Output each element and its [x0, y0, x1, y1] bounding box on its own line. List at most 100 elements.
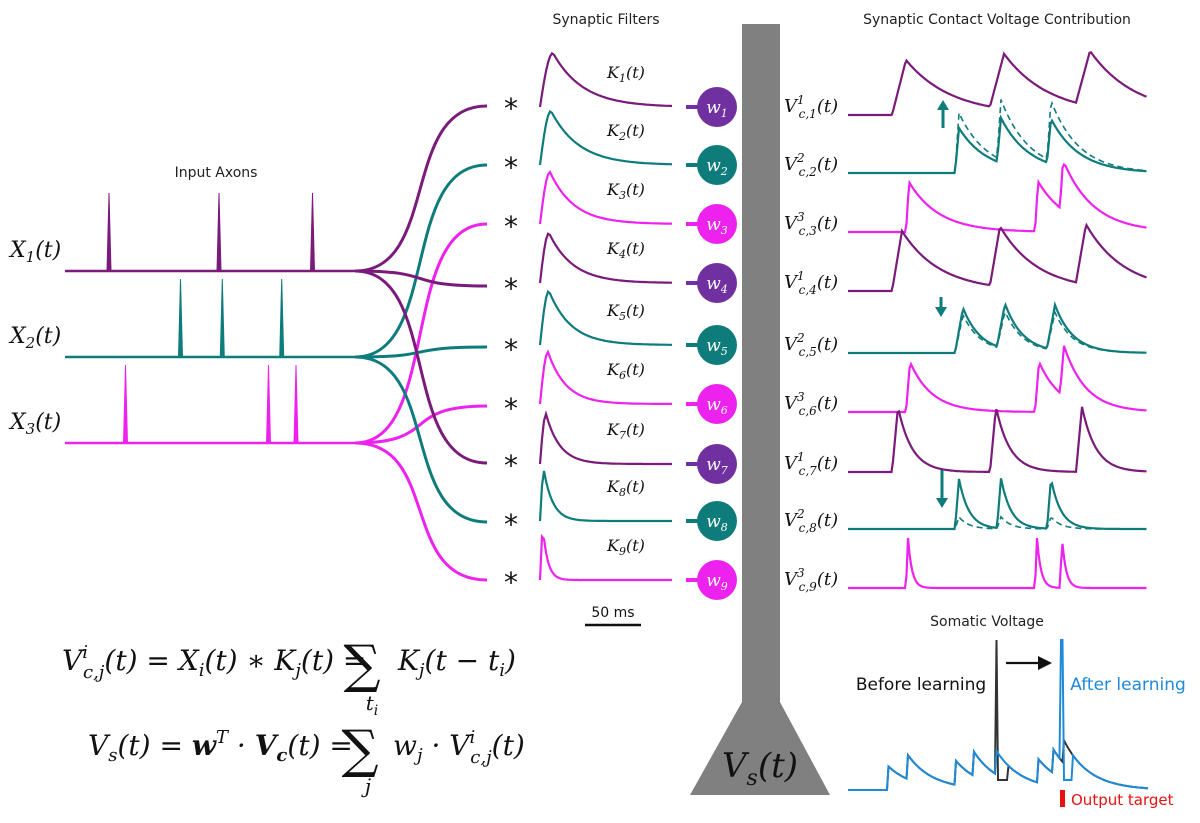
routing-curve-2 [354, 163, 488, 359]
contact-voltage-label-name: V [784, 96, 799, 117]
contact-voltage-trace-7 [848, 406, 1147, 474]
filter-label-name: K [606, 63, 620, 82]
input-label-arg: (t) [35, 410, 61, 435]
weight-label-sub: 9 [721, 580, 728, 593]
contact-voltage-trace-1 [848, 51, 1147, 117]
weight-label-5: w5 [706, 336, 728, 358]
weight-label-sub: 3 [721, 224, 728, 237]
input-axons-title: Input Axons [175, 165, 258, 181]
filter-label-name: K [606, 420, 620, 439]
weight-label-9: w9 [706, 571, 728, 593]
soma-voltage-label: Vs(t) [722, 746, 798, 791]
filter-curve-5 [538, 289, 672, 346]
weight-label-1: w1 [706, 98, 728, 120]
filter-curve-9 [538, 533, 672, 582]
contact-voltage-label-name: V [784, 510, 799, 531]
filter-label-sub: 4 [618, 248, 626, 261]
contact-voltage-label-arg: (t) [817, 510, 838, 531]
weight-label-6: w6 [706, 395, 728, 417]
equation2-sum-index: j [361, 774, 371, 798]
weight-increase-arrow-head [937, 100, 949, 110]
after-learning-label: After learning [1070, 675, 1186, 695]
contact-voltage-label-sub: c,1 [799, 107, 817, 121]
contact-voltage-label-sub: c,3 [799, 224, 818, 238]
weight-label-name: w [706, 455, 721, 475]
contact-voltage-label-arg: (t) [817, 569, 838, 590]
weight-node-3 [697, 204, 737, 244]
contact-voltage-label-sub: c,9 [799, 580, 818, 594]
filter-label-8: K8(t) [606, 477, 645, 499]
contact-voltage-previous-trace-2 [848, 99, 1147, 174]
contact-voltage-label-sup: 2 [796, 331, 805, 345]
filter-label-1: K1(t) [606, 63, 645, 85]
filter-label-sub: 6 [619, 369, 626, 382]
contact-voltage-label-arg: (t) [817, 154, 838, 175]
equation1-sum-index: ti [366, 691, 379, 719]
filter-label-arg: (t) [626, 121, 645, 140]
contact-voltage-label-sup: 3 [797, 566, 805, 580]
filter-curve-3 [538, 169, 673, 225]
contact-voltage-label-sup: 2 [796, 507, 805, 521]
filter-label-name: K [606, 360, 620, 379]
contact-voltage-trace-8 [848, 478, 1147, 531]
weight-label-sub: 4 [720, 283, 728, 296]
routing-curve-4 [354, 269, 488, 288]
contact-voltage-trace-4 [848, 222, 1147, 293]
filter-label-arg: (t) [626, 301, 645, 320]
input-spike-3-1 [122, 364, 129, 444]
filter-curve-1 [538, 51, 673, 108]
contact-voltage-label-sub: c,6 [799, 404, 818, 418]
input-spike-3-2 [265, 364, 272, 444]
filter-label-4: K4(t) [606, 239, 645, 261]
filter-label-6: K6(t) [606, 360, 645, 382]
filter-label-name: K [606, 239, 620, 258]
filter-label-arg: (t) [626, 360, 645, 379]
learning-arrow-head [1038, 656, 1052, 670]
convolution-operator-5: * [504, 333, 518, 366]
filter-label-arg: (t) [626, 477, 645, 496]
filter-label-sub: 7 [619, 429, 626, 442]
filter-label-name: K [606, 301, 620, 320]
input-label-sub: 1 [26, 248, 36, 266]
contact-voltage-trace-3 [848, 162, 1147, 234]
somatic-trace-before [848, 639, 1149, 791]
contact-voltage-trace-9 [848, 537, 1147, 590]
weight-node-7 [697, 444, 737, 484]
filter-curve-2 [538, 109, 673, 166]
routing-curve-1 [354, 104, 488, 273]
convolution-operator-1: * [504, 92, 518, 125]
contact-voltage-label-sup: 3 [797, 210, 805, 224]
routing-curve-7 [354, 269, 488, 465]
weight-label-7: w7 [706, 455, 728, 477]
filter-label-name: K [606, 121, 620, 140]
convolution-operator-7: * [504, 449, 518, 482]
weight-label-sub: 8 [721, 521, 728, 534]
weight-node-5 [697, 325, 737, 365]
contact-voltage-trace-2 [848, 114, 1147, 175]
filter-label-name: K [606, 477, 620, 496]
weight-label-3: w3 [706, 215, 728, 237]
weight-label-name: w [706, 156, 721, 176]
input-spike-2-2 [219, 278, 225, 358]
filter-label-sub: 9 [619, 545, 626, 558]
weight-node-8 [697, 501, 737, 541]
weight-node-1 [697, 87, 737, 127]
filter-label-sub: 2 [618, 130, 626, 143]
input-label-2: X2(t) [8, 324, 61, 352]
input-label-name: X [8, 410, 27, 435]
contact-voltage-label-name: V [784, 213, 799, 234]
weight-label-name: w [706, 512, 721, 532]
contact-voltage-label-sub: c,4 [799, 283, 817, 297]
filter-label-arg: (t) [626, 239, 645, 258]
filter-curve-8 [538, 470, 672, 523]
input-spike-1-3 [309, 192, 316, 272]
convolution-operator-9: * [504, 566, 518, 599]
contact-voltage-label-name: V [784, 569, 799, 590]
